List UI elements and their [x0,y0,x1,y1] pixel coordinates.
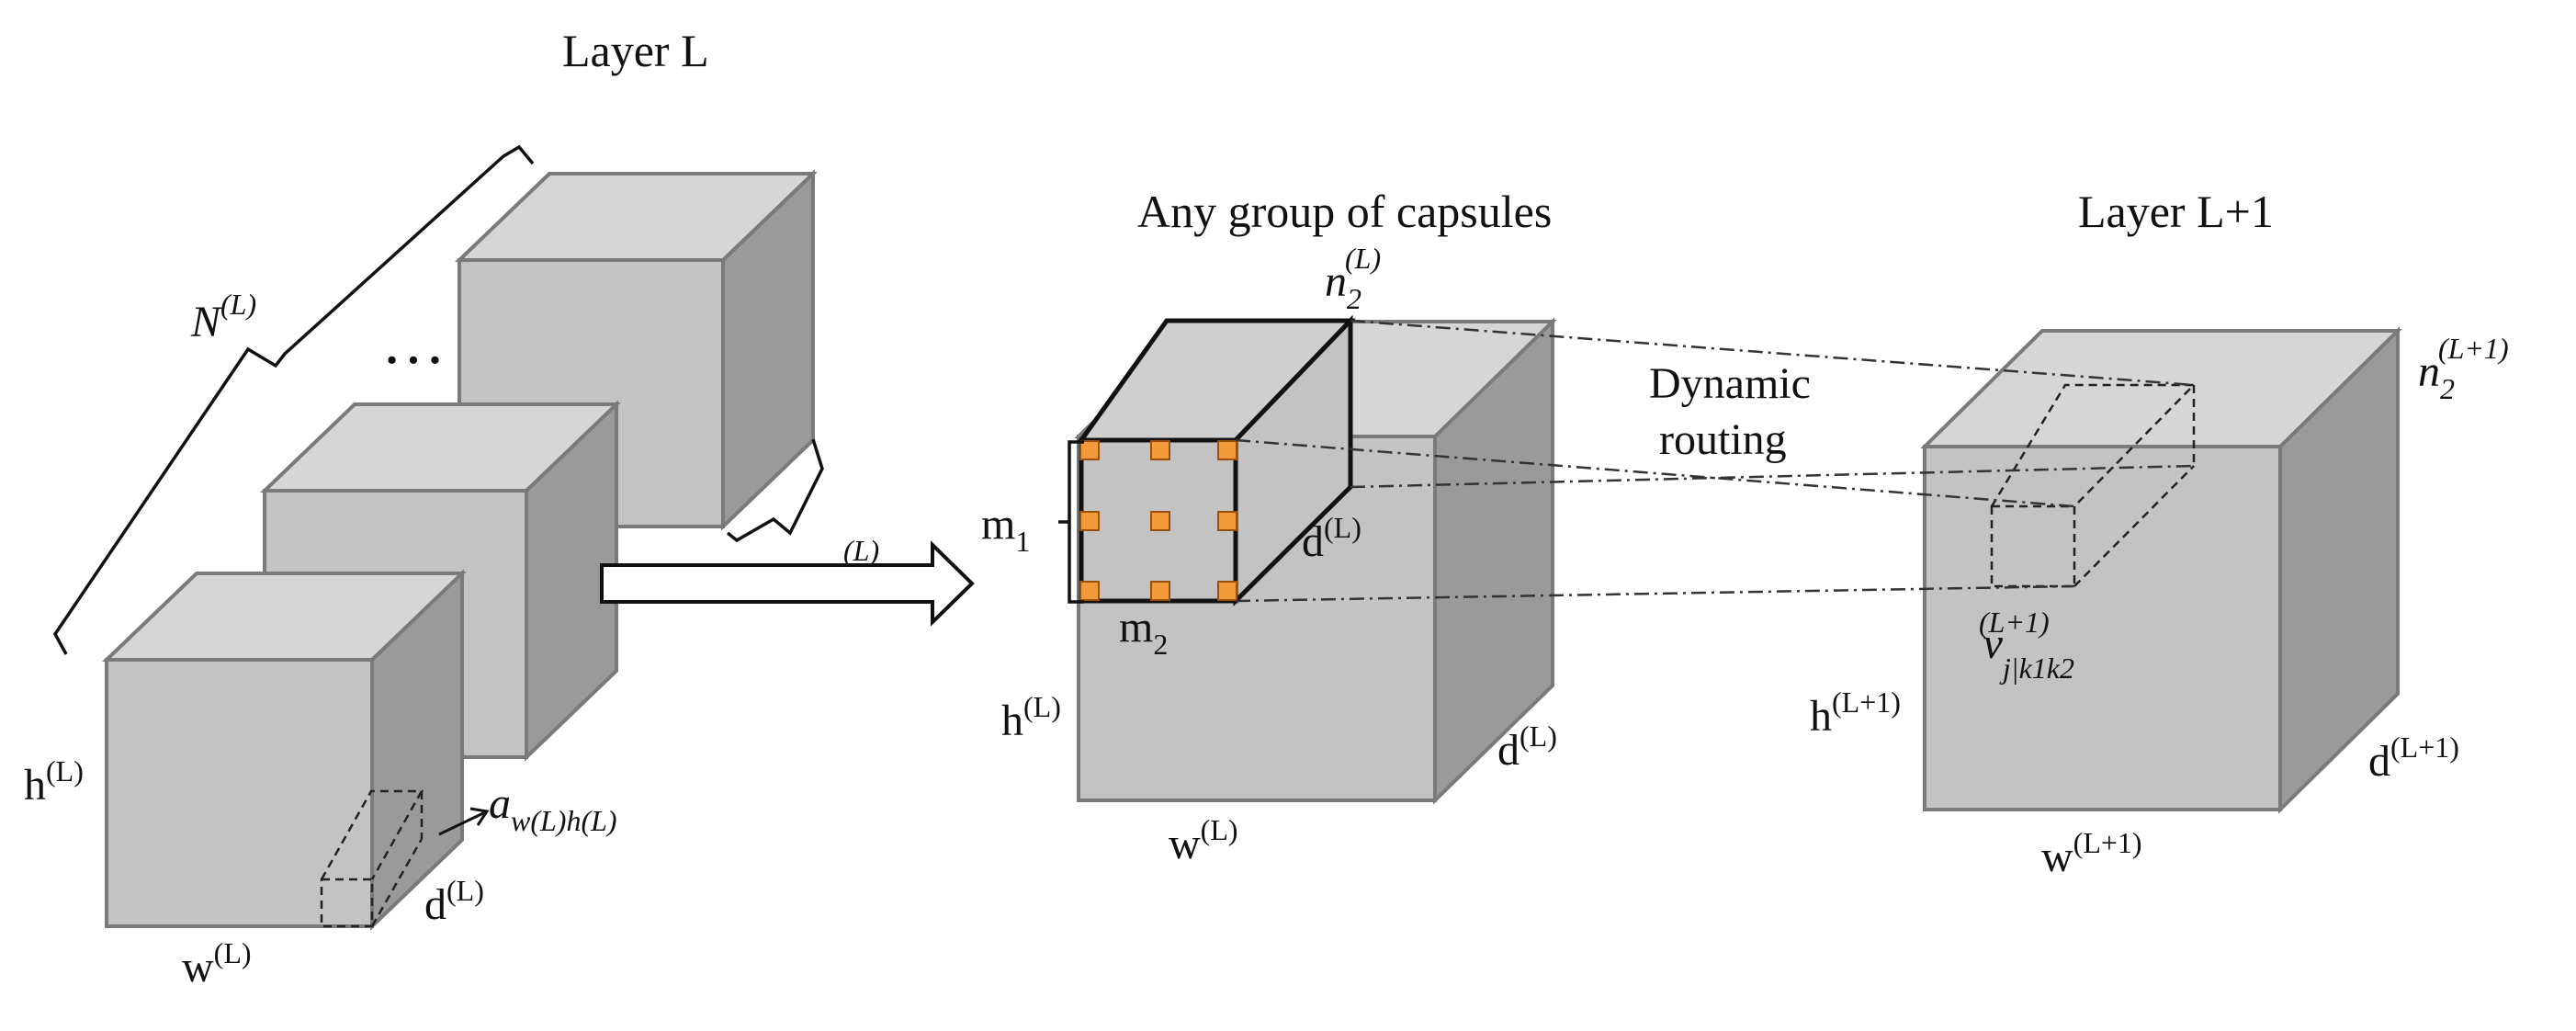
routing-label-line1: Dynamic [1649,359,1811,408]
routing-lines [1235,319,2195,603]
v-vote-label: vj|k1k2(L+1) [1979,606,2074,685]
h-label-middle: h(L) [1001,690,1061,745]
transition-arrow [600,540,975,627]
m1-bracket [1058,440,1084,604]
w-label-right: w(L+1) [2041,826,2142,881]
nn-brace [726,438,824,543]
w-label-middle: w(L) [1169,813,1238,868]
title-layer-l: Layer L [562,25,709,76]
n2-label-middle: n2(L) [1325,242,1381,315]
h-label-left: h(L) [24,754,84,810]
a-capsule-label: aw(L)h(L) [489,779,617,837]
title-any-group: Any group of capsules [1137,186,1552,237]
h-label-right: h(L+1) [1810,685,1901,741]
n-layers-label: N(L) [190,288,256,346]
capsule-dashed-prism [320,789,424,928]
right-cube [1920,326,2402,814]
d-label-right: d(L+1) [2368,731,2459,786]
capsule-markers [1079,440,1237,601]
w-label-left: w(L) [182,936,252,991]
front-cube [102,569,467,931]
m2-label: m2 [1119,603,1168,661]
title-layer-l1: Layer L+1 [2078,186,2274,237]
m1-label: m1 [981,500,1030,558]
output-capsule-prism [1990,383,2197,588]
d-label-middle: d(L) [1497,719,1557,775]
ellipsis: … [381,307,446,378]
a-pointer-arrow [438,807,490,836]
n2-label-right: n2(L+1) [2418,332,2509,405]
d-box-label: d(L) [1302,511,1361,566]
n-layers-brace [52,144,535,655]
d-label-left: d(L) [424,874,484,929]
routing-label-line2: routing [1659,415,1787,464]
